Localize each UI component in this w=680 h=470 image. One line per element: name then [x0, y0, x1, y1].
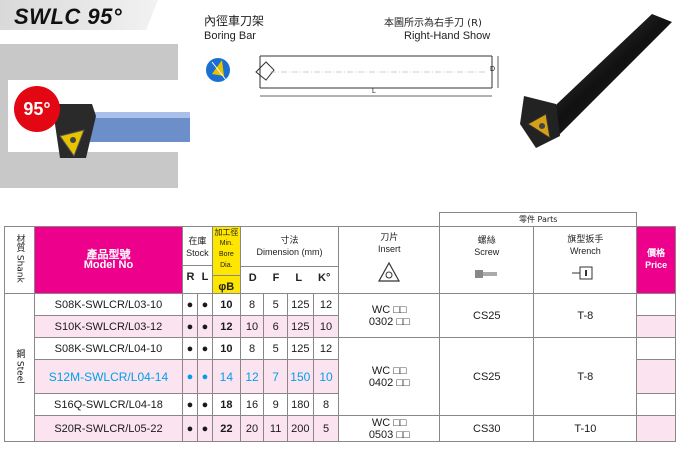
model-header: 產品型號 Model No — [34, 226, 183, 294]
price-cell — [636, 337, 676, 360]
shank-header: 材質 Shank — [4, 226, 35, 294]
insert-cell: WC □□0402 □□ — [338, 337, 441, 416]
table-row: S12M-SWLCR/L04-14 ● ● 14 12 7 150 10 — [5, 359, 676, 394]
screw-cell: CS25 — [439, 293, 535, 338]
screw-cell: CS30 — [439, 415, 535, 442]
price-cell — [636, 315, 676, 338]
wrench-cell: T-8 — [533, 293, 638, 338]
minbore-header: 加工徑 Min. Bore Dia. φB — [211, 226, 241, 294]
workpiece-drawing — [0, 44, 190, 188]
steel-cell: 鋼 Steel — [4, 293, 35, 442]
insert-icon — [378, 261, 401, 282]
wrench-icon — [572, 266, 593, 279]
boring-bar-drawing — [206, 55, 499, 97]
model-cell: S12M-SWLCR/L04-14 — [34, 359, 183, 394]
dim-d-label: D — [490, 66, 496, 73]
title-banner: SWLC 95° — [0, 0, 158, 30]
insert-cell: WC □□0503 □□ — [338, 415, 441, 442]
angle-badge: 95° — [14, 86, 60, 132]
tool-drawing: D L — [200, 40, 520, 110]
page-title: SWLC 95° — [14, 4, 123, 29]
screw-icon — [474, 269, 497, 278]
category-cn: 內徑車刀架 — [204, 14, 265, 28]
table-row: 鋼 Steel S08K-SWLCR/L03-10 ● ● 10 8 5 125… — [4, 293, 676, 442]
model-cell: S20R-SWLCR/L05-22 — [34, 415, 183, 442]
product-photo — [500, 8, 676, 192]
insert-cell: WC □□0302 □□ — [338, 293, 441, 338]
model-cell: S16Q-SWLCR/L04-18 — [34, 393, 183, 416]
hand-en: Right-Hand Show — [404, 30, 491, 42]
table-row: S16Q-SWLCR/L04-18 ● ● 18 16 9 180 8 — [5, 393, 676, 416]
price-cell — [636, 359, 676, 394]
table-row: S20R-SWLCR/L05-22 ● ● 22 20 11 200 5 WC … — [5, 415, 676, 442]
screw-cell: CS25 — [439, 337, 535, 416]
category-en: Boring Bar — [204, 30, 256, 42]
wrench-cell: T-8 — [533, 337, 638, 416]
wrench-cell: T-10 — [533, 415, 638, 442]
boring-bar-photo — [520, 14, 672, 148]
dim-l-label: L — [372, 88, 376, 95]
model-cell: S08K-SWLCR/L03-10 — [34, 293, 183, 316]
model-cell: S08K-SWLCR/L04-10 — [34, 337, 183, 360]
boring-illustration: 95° — [0, 30, 190, 190]
price-cell — [636, 393, 676, 416]
price-cell — [636, 415, 676, 442]
price-cell — [636, 293, 676, 316]
parts-header: 零件 Parts — [439, 212, 638, 227]
table-row: S08K-SWLCR/L04-10 ● ● 10 8 5 125 12 WC □… — [5, 337, 676, 416]
banner-shape — [0, 0, 158, 30]
model-cell: S10K-SWLCR/L03-12 — [34, 315, 183, 338]
hand-cn: 本圖所示為右手刀 (R) — [384, 18, 482, 29]
